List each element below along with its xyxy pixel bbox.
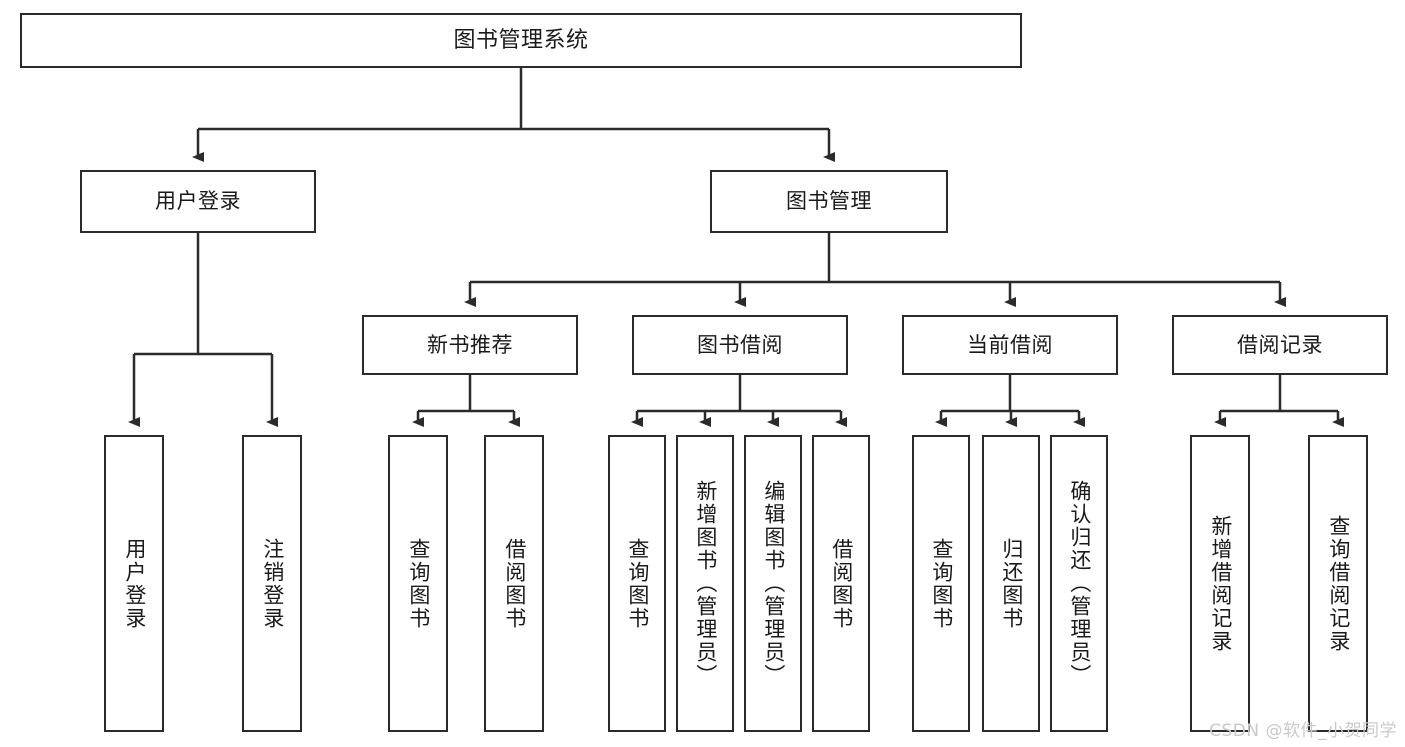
node-leaf-user-logout[interactable]: 注销登录 <box>242 435 302 732</box>
node-new-book-rec[interactable]: 新书推荐 <box>362 315 578 375</box>
node-label: 当前借阅 <box>967 332 1053 357</box>
node-root[interactable]: 图书管理系统 <box>20 13 1022 68</box>
node-label: 确认归还（管理员） <box>1067 480 1092 687</box>
node-label: 图书借阅 <box>697 332 783 357</box>
node-label: 注销登录 <box>260 537 285 630</box>
node-label: 查询借阅记录 <box>1326 514 1351 653</box>
node-borrow-record[interactable]: 借阅记录 <box>1172 315 1388 375</box>
node-user-login[interactable]: 用户登录 <box>80 170 316 233</box>
node-label: 新增借阅记录 <box>1208 514 1233 653</box>
node-leaf-return-book[interactable]: 归还图书 <box>982 435 1040 732</box>
node-label: 查询图书 <box>929 537 954 630</box>
node-label: 用户登录 <box>155 189 241 214</box>
node-label: 借阅图书 <box>502 537 527 630</box>
node-current-borrow[interactable]: 当前借阅 <box>902 315 1118 375</box>
node-leaf-query-record[interactable]: 查询借阅记录 <box>1308 435 1368 732</box>
node-book-borrow[interactable]: 图书借阅 <box>632 315 848 375</box>
node-leaf-confirm-return[interactable]: 确认归还（管理员） <box>1050 435 1108 732</box>
node-label: 新书推荐 <box>427 332 513 357</box>
node-label: 用户登录 <box>122 537 147 630</box>
node-leaf-edit-book[interactable]: 编辑图书（管理员） <box>744 435 802 732</box>
node-leaf-add-record[interactable]: 新增借阅记录 <box>1190 435 1250 732</box>
watermark: CSDN @软件_小贺同学 <box>1209 721 1397 741</box>
node-leaf-query-book-1[interactable]: 查询图书 <box>388 435 448 732</box>
node-label: 图书管理 <box>786 189 872 214</box>
node-leaf-query-book-2[interactable]: 查询图书 <box>608 435 666 732</box>
node-label: 新增图书（管理员） <box>693 480 718 687</box>
node-label: 图书管理系统 <box>453 27 589 53</box>
node-book-mgmt[interactable]: 图书管理 <box>710 170 948 233</box>
node-leaf-query-book-3[interactable]: 查询图书 <box>912 435 970 732</box>
node-label: 查询图书 <box>406 537 431 630</box>
node-leaf-borrow-book-1[interactable]: 借阅图书 <box>484 435 544 732</box>
node-label: 编辑图书（管理员） <box>761 480 786 687</box>
node-label: 查询图书 <box>625 537 650 630</box>
node-leaf-user-login[interactable]: 用户登录 <box>104 435 164 732</box>
node-label: 借阅记录 <box>1237 332 1323 357</box>
node-leaf-borrow-book-2[interactable]: 借阅图书 <box>812 435 870 732</box>
node-leaf-add-book[interactable]: 新增图书（管理员） <box>676 435 734 732</box>
node-label: 归还图书 <box>999 537 1024 630</box>
node-label: 借阅图书 <box>829 537 854 630</box>
